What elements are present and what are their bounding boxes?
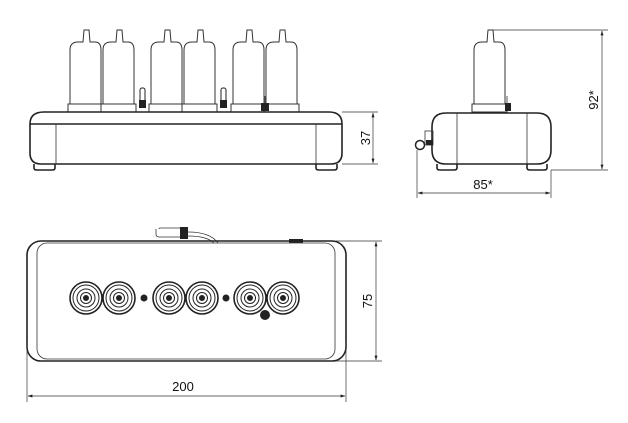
- side-width-label: 85*: [473, 177, 493, 192]
- top-sensor: [260, 310, 270, 320]
- dimension-top-width: 200: [26, 341, 347, 402]
- top-tube-socket-3: [152, 281, 186, 315]
- top-width-label: 200: [172, 379, 194, 394]
- front-tube-6: [263, 29, 300, 113]
- side-tube: [471, 29, 511, 113]
- dimension-top-depth: 75: [336, 240, 382, 362]
- top-tube-socket-2: [102, 281, 136, 315]
- side-height-label: 92*: [586, 90, 601, 110]
- top-tube-socket-5: [233, 281, 267, 315]
- front-base: [29, 111, 343, 171]
- side-view: 92* 85*: [414, 29, 608, 198]
- front-tube-1: [67, 29, 104, 113]
- front-separator-1: [139, 87, 146, 108]
- top-tube-socket-4: [185, 281, 219, 315]
- top-depth-label: 75: [360, 294, 375, 308]
- top-separator-2: [222, 294, 230, 302]
- side-base: [431, 112, 552, 171]
- top-tube-socket-1: [69, 281, 103, 315]
- front-tube-3: [148, 29, 185, 113]
- dimension-side-height: 92*: [492, 29, 608, 171]
- front-height-label: 37: [358, 131, 373, 145]
- top-tubes-row: [69, 281, 300, 315]
- front-tube-2: [100, 29, 137, 113]
- dimension-front-height: 37: [342, 111, 378, 165]
- front-tube-5: [230, 29, 267, 113]
- front-tube-4: [181, 29, 218, 113]
- front-view: 37: [29, 29, 378, 171]
- front-sensor: [261, 96, 269, 111]
- side-connector: [414, 130, 434, 151]
- top-housing: [26, 240, 347, 362]
- top-separator-1: [140, 294, 148, 302]
- dimension-side-width: 85*: [416, 150, 552, 198]
- front-separator-2: [220, 87, 227, 108]
- top-tube-socket-6: [266, 281, 300, 315]
- top-view: 75 200: [26, 227, 382, 402]
